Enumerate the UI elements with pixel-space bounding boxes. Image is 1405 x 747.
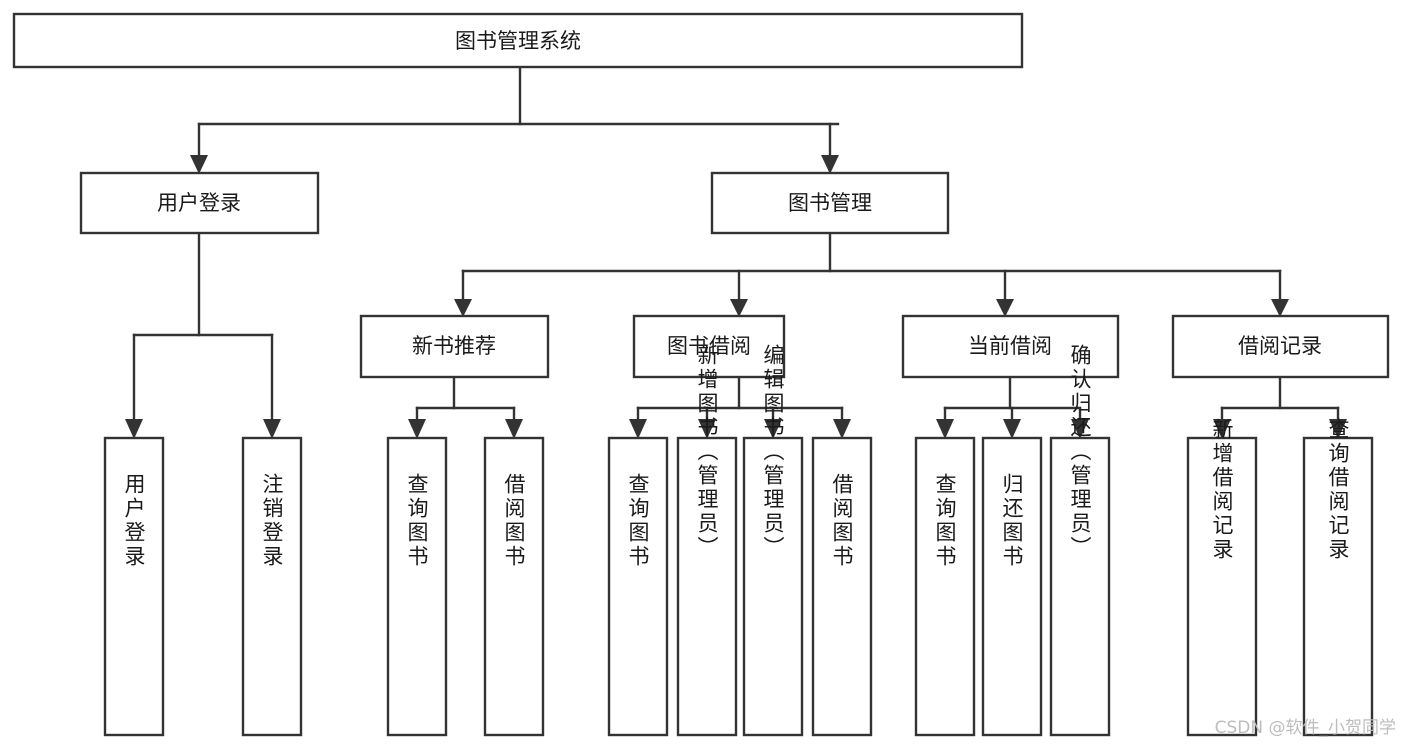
node-borrow-record[interactable]: 借阅记录 bbox=[1171, 314, 1390, 379]
arrow-head-user-login bbox=[190, 155, 208, 174]
arrow-head-leaf-query-book-2 bbox=[629, 419, 647, 439]
leaf-query-book-3[interactable]: 查询图书 bbox=[914, 436, 976, 737]
arrow-head-leaf-query-record bbox=[1329, 419, 1347, 439]
arrow-head-current-borrow bbox=[996, 299, 1014, 317]
arrow-head-leaf-edit-book bbox=[764, 419, 782, 439]
leaf-query-book-1-box[interactable] bbox=[386, 436, 448, 737]
leaf-user-login-label: 用户登录 bbox=[122, 473, 146, 569]
node-book-manage-box[interactable] bbox=[710, 171, 950, 235]
leaf-edit-book-box[interactable] bbox=[742, 436, 804, 737]
node-borrow-record-label: 借阅记录 bbox=[1238, 334, 1322, 358]
leaf-query-record-box[interactable] bbox=[1302, 436, 1374, 737]
leaf-confirm-return[interactable]: 确认归还（管理员） bbox=[1049, 344, 1111, 737]
node-current-borrow-label: 当前借阅 bbox=[968, 334, 1052, 358]
leaf-logout-login-box[interactable] bbox=[241, 436, 303, 737]
leaf-return-book-box[interactable] bbox=[981, 436, 1043, 737]
leaf-add-book[interactable]: 新增图书（管理员） bbox=[676, 344, 738, 737]
leaf-confirm-return-box[interactable] bbox=[1049, 436, 1111, 737]
leaf-borrow-book-2[interactable]: 借阅图书 bbox=[811, 436, 873, 737]
node-user-login-label: 用户登录 bbox=[157, 191, 241, 215]
node-root-label: 图书管理系统 bbox=[455, 29, 581, 53]
leaf-add-record-box[interactable] bbox=[1186, 436, 1258, 737]
arrow-head-leaf-query-book-1 bbox=[408, 419, 426, 439]
node-book-manage-label: 图书管理 bbox=[788, 191, 872, 215]
leaf-edit-book-label: 编辑图书（管理员） bbox=[761, 344, 785, 560]
leaf-return-book-label: 归还图书 bbox=[1000, 473, 1024, 569]
arrow-head-leaf-logout-login bbox=[263, 419, 281, 439]
leaf-return-book[interactable]: 归还图书 bbox=[981, 436, 1043, 737]
arrow-head-book-manage bbox=[821, 155, 839, 174]
leaf-borrow-book-1-box[interactable] bbox=[483, 436, 545, 737]
arrow-head-book-borrow bbox=[730, 299, 748, 317]
node-current-borrow-box[interactable] bbox=[901, 314, 1120, 379]
node-user-login[interactable]: 用户登录 bbox=[79, 171, 320, 235]
leaf-add-record[interactable]: 新增借阅记录 bbox=[1186, 418, 1258, 737]
arrow-head-borrow-record bbox=[1271, 299, 1289, 317]
leaf-query-book-2[interactable]: 查询图书 bbox=[607, 436, 669, 737]
arrow-head-leaf-borrow-book-1 bbox=[505, 419, 523, 439]
node-book-borrow-label: 图书借阅 bbox=[667, 334, 751, 358]
leaf-borrow-book-1-label: 借阅图书 bbox=[502, 473, 526, 569]
arrow-head-leaf-add-record bbox=[1213, 419, 1231, 439]
arrow-head-leaf-return-book bbox=[1003, 419, 1021, 439]
edges-group bbox=[125, 65, 1347, 439]
leaf-query-book-2-box[interactable] bbox=[607, 436, 669, 737]
node-new-book-recommend-box[interactable] bbox=[359, 314, 550, 379]
node-borrow-record-box[interactable] bbox=[1171, 314, 1390, 379]
leaf-query-book-3-box[interactable] bbox=[914, 436, 976, 737]
leaf-query-record[interactable]: 查询借阅记录 bbox=[1302, 418, 1374, 737]
leaf-query-book-1-label: 查询图书 bbox=[405, 473, 429, 569]
node-root[interactable]: 图书管理系统 bbox=[12, 12, 1024, 69]
node-book-borrow-box[interactable] bbox=[632, 314, 786, 379]
leaf-query-book-2-label: 查询图书 bbox=[626, 473, 650, 569]
arrow-head-leaf-add-book bbox=[698, 419, 716, 439]
leaf-confirm-return-label: 确认归还（管理员） bbox=[1068, 344, 1092, 560]
node-book-borrow[interactable]: 图书借阅 bbox=[632, 314, 786, 379]
node-user-login-box[interactable] bbox=[79, 171, 320, 235]
node-book-manage[interactable]: 图书管理 bbox=[710, 171, 950, 235]
leaf-logout-login-label: 注销登录 bbox=[260, 473, 284, 569]
node-current-borrow[interactable]: 当前借阅 bbox=[901, 314, 1120, 379]
leaf-user-login-box[interactable] bbox=[103, 436, 165, 737]
leaf-edit-book[interactable]: 编辑图书（管理员） bbox=[742, 344, 804, 737]
arrow-head-leaf-user-login bbox=[125, 419, 143, 439]
leaf-borrow-book-2-label: 借阅图书 bbox=[830, 473, 854, 569]
node-root-box[interactable] bbox=[12, 12, 1024, 69]
leaf-logout-login[interactable]: 注销登录 bbox=[241, 436, 303, 737]
node-new-book-recommend-label: 新书推荐 bbox=[412, 334, 496, 358]
arrow-head-leaf-query-book-3 bbox=[936, 419, 954, 439]
leaf-query-book-3-label: 查询图书 bbox=[933, 473, 957, 569]
leaf-user-login[interactable]: 用户登录 bbox=[103, 436, 165, 737]
leaf-query-record-label: 查询借阅记录 bbox=[1326, 418, 1350, 562]
arrow-head-leaf-confirm-return bbox=[1071, 419, 1089, 439]
leaf-borrow-book-1[interactable]: 借阅图书 bbox=[483, 436, 545, 737]
node-new-book-recommend[interactable]: 新书推荐 bbox=[359, 314, 550, 379]
leaf-add-record-label: 新增借阅记录 bbox=[1210, 418, 1234, 562]
arrow-head-new-book-recommend bbox=[454, 299, 472, 317]
arrow-head-leaf-borrow-book-2 bbox=[833, 419, 851, 439]
csdn-watermark: CSDN @软件_小贺同学 bbox=[1215, 718, 1396, 738]
leaf-add-book-label: 新增图书（管理员） bbox=[695, 344, 719, 560]
leaf-add-book-box[interactable] bbox=[676, 436, 738, 737]
leaf-borrow-book-2-box[interactable] bbox=[811, 436, 873, 737]
leaf-query-book-1[interactable]: 查询图书 bbox=[386, 436, 448, 737]
